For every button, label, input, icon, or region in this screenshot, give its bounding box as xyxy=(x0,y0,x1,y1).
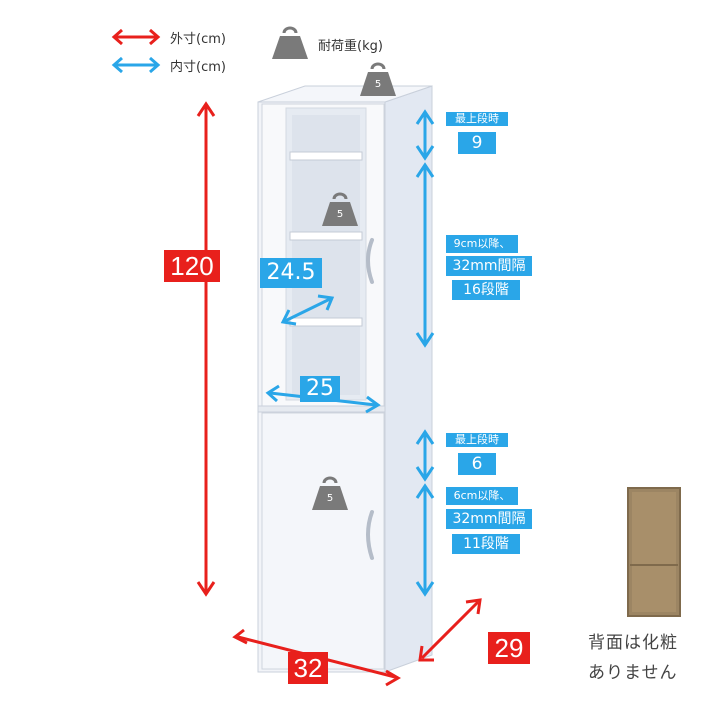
lower-adjust-arrow xyxy=(415,483,435,597)
inner-depth-arrow xyxy=(280,294,335,326)
upper-adjust-arrow xyxy=(415,162,435,348)
blue-double-arrow-icon xyxy=(111,56,161,74)
back-note-line2: ありません xyxy=(588,663,678,683)
inner-depth-label: 24.5 xyxy=(260,258,322,288)
height-arrow xyxy=(196,101,216,597)
back-note-line1: 背面は化粧 xyxy=(588,633,678,653)
shelf xyxy=(289,151,363,161)
red-double-arrow-icon xyxy=(111,28,161,46)
lower-adjust-line3: 11段階 xyxy=(452,534,520,554)
upper-adjust-line2: 32mm間隔 xyxy=(446,256,532,276)
lower-top-value: 6 xyxy=(458,453,496,475)
weight-icon xyxy=(312,476,348,510)
depth-label: 29 xyxy=(488,632,530,664)
width-label: 32 xyxy=(288,652,328,684)
depth-arrow xyxy=(418,598,482,662)
door-handle xyxy=(366,238,374,284)
legend-load: 耐荷重(kg) xyxy=(270,25,420,61)
upper-adjust-line3: 16段階 xyxy=(452,280,520,300)
weight-lower-value: 5 xyxy=(326,493,334,504)
weight-upper-value: 5 xyxy=(336,209,344,220)
lower-door xyxy=(261,412,385,670)
weight-top-value: 5 xyxy=(374,79,382,90)
legend-inner-label: 内寸(cm) xyxy=(170,60,226,75)
height-label: 120 xyxy=(164,250,220,282)
lower-top-arrow xyxy=(415,429,435,482)
legend-inner: 内寸(cm) xyxy=(110,55,270,75)
weight-icon xyxy=(360,62,396,96)
legend-outer: 外寸(cm) xyxy=(110,27,270,47)
lower-adjust-line2: 32mm間隔 xyxy=(446,509,532,529)
back-note: 背面は化粧 ありません xyxy=(588,628,712,688)
door-handle xyxy=(366,510,374,560)
shelf xyxy=(289,231,363,241)
legend-outer-label: 外寸(cm) xyxy=(170,32,226,47)
inner-width-label: 25 xyxy=(300,376,340,402)
upper-top-arrow xyxy=(415,109,435,161)
weight-icon xyxy=(322,192,358,226)
lower-adjust-line1: 6cm以降、 xyxy=(446,487,518,505)
upper-top-label: 最上段時 xyxy=(446,112,508,126)
lower-top-label: 最上段時 xyxy=(446,433,508,447)
weight-icon xyxy=(272,26,308,59)
legend-load-label: 耐荷重(kg) xyxy=(318,39,383,54)
shelf xyxy=(289,317,363,327)
upper-adjust-line1: 9cm以降、 xyxy=(446,235,518,253)
back-panel xyxy=(627,487,681,617)
upper-top-value: 9 xyxy=(458,132,496,154)
